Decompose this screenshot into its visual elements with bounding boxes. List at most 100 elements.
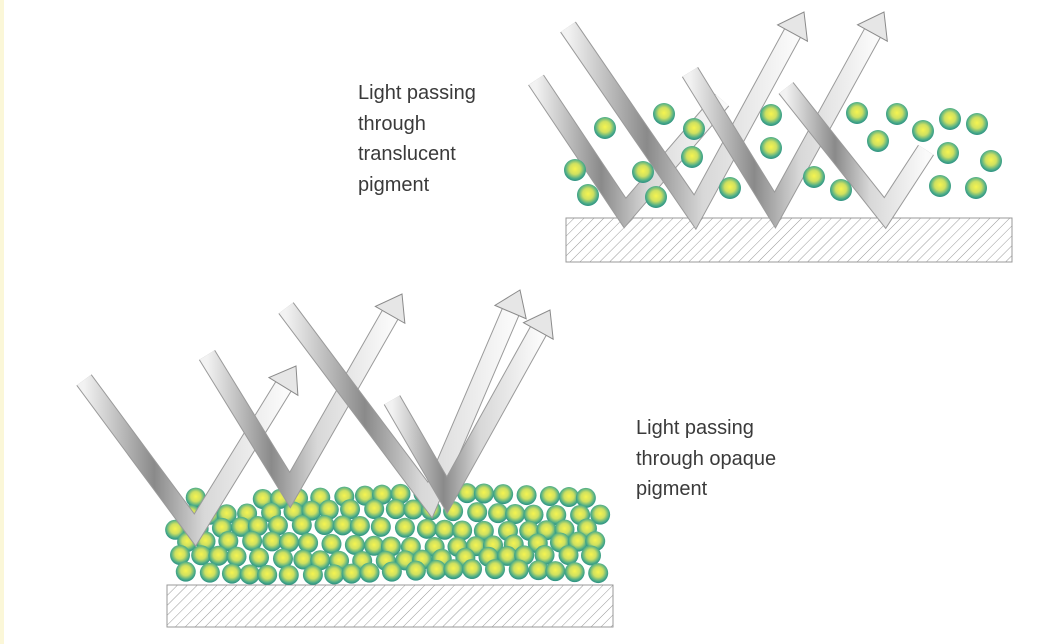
pigment-particle — [291, 515, 312, 536]
pigment-particle — [359, 562, 380, 583]
pigment-particle — [332, 515, 353, 536]
caption-line: pigment — [358, 173, 430, 196]
caption-line: through — [358, 112, 426, 135]
pigment-particle — [467, 502, 488, 523]
pigment-particle — [653, 103, 675, 125]
pigment-particle — [403, 499, 424, 520]
pigment-particle — [443, 559, 464, 580]
pigment-particle — [302, 564, 323, 585]
pigment-particle — [390, 483, 411, 504]
pigment-particle — [523, 504, 544, 525]
pigment-particle — [545, 561, 566, 582]
arrowhead-icon — [856, 11, 888, 43]
pigment-particle — [199, 562, 220, 583]
light-ray-arrow — [383, 309, 554, 515]
page-edge — [0, 0, 4, 644]
opaque-substrate — [166, 584, 614, 628]
opaque-pigment-particles — [165, 483, 611, 585]
light-ray-arrow — [560, 11, 809, 231]
pigment-particle — [267, 515, 288, 536]
pigment-particle — [846, 102, 868, 124]
pigment-particle — [452, 520, 473, 541]
pigment-particle — [426, 559, 447, 580]
pigment-particle — [886, 103, 908, 125]
pigment-particle — [321, 533, 342, 554]
pigment-particle — [218, 531, 239, 552]
pigment-particle — [364, 499, 385, 520]
pigment-particle — [590, 504, 611, 525]
arrowhead-icon — [374, 293, 406, 325]
light-ray-arrow — [278, 289, 527, 519]
pigment-particle — [803, 166, 825, 188]
arrowhead-icon — [267, 365, 299, 397]
pigment-particle — [340, 499, 361, 520]
pigment-particle — [278, 532, 299, 553]
pigment-particle — [298, 532, 319, 553]
pigment-particle — [681, 146, 703, 168]
pigment-particle — [191, 545, 212, 566]
pigment-particle — [912, 120, 934, 142]
opaque-pigment-caption: Light passing through opaque pigment — [636, 413, 776, 505]
pigment-particle — [546, 504, 567, 525]
pigment-particle — [381, 561, 402, 582]
pigment-particle — [488, 503, 509, 524]
pigment-particle — [208, 545, 229, 566]
caption-line: through opaque — [636, 447, 777, 470]
pigment-particle — [558, 545, 579, 566]
pigment-particle — [278, 565, 299, 585]
pigment-particle — [534, 545, 555, 566]
caption-line: Light passing — [358, 82, 476, 104]
pigment-particle — [577, 184, 599, 206]
pigment-particle — [457, 483, 478, 504]
pigment-particle — [539, 486, 560, 507]
pigment-particle — [462, 559, 483, 580]
pigment-particle — [966, 113, 988, 135]
pigment-particle — [262, 531, 283, 552]
pigment-particle — [937, 142, 959, 164]
pigment-particle — [230, 516, 251, 537]
pigment-particle — [493, 484, 514, 505]
pigment-particle — [364, 535, 385, 556]
pigment-particle — [558, 487, 579, 508]
pigment-particle — [385, 499, 406, 520]
pigment-particle — [473, 483, 494, 504]
pigment-particle — [473, 520, 494, 541]
pigment-particle — [394, 517, 415, 538]
pigment-particle — [760, 104, 782, 126]
pigment-particle — [939, 108, 961, 130]
caption-line: pigment — [636, 478, 708, 500]
opaque-light-arrows — [76, 289, 554, 547]
pigment-particle — [485, 559, 506, 580]
pigment-particle — [528, 560, 549, 581]
arrowhead-icon — [493, 289, 527, 320]
translucent-pigment-particles — [564, 102, 1002, 208]
pigment-particle — [249, 547, 270, 568]
pigment-particle — [416, 518, 437, 539]
pigment-particle — [257, 564, 278, 585]
pigment-particle — [632, 161, 654, 183]
pigment-particle — [575, 487, 596, 508]
pigment-particle — [247, 516, 268, 537]
pigment-particle — [185, 487, 206, 508]
pigment-particle — [929, 175, 951, 197]
pigment-particle — [497, 545, 518, 566]
pigment-particle — [965, 177, 987, 199]
pigment-particle — [226, 546, 247, 567]
pigment-particle — [221, 563, 242, 584]
pigment-particle — [344, 534, 365, 555]
pigment-particle — [272, 548, 293, 569]
pigment-particle — [405, 560, 426, 581]
pigment-particle — [324, 564, 345, 585]
caption-line: translucent — [358, 143, 456, 165]
pigment-particle — [683, 118, 705, 140]
pigment-particle — [564, 159, 586, 181]
caption-line: Light passing — [636, 417, 754, 439]
pigment-particle — [516, 485, 537, 506]
pigment-particle — [301, 500, 322, 521]
pigment-particle — [564, 562, 585, 583]
pigment-particle — [645, 186, 667, 208]
pigment-particle — [594, 117, 616, 139]
pigment-particle — [370, 516, 391, 537]
